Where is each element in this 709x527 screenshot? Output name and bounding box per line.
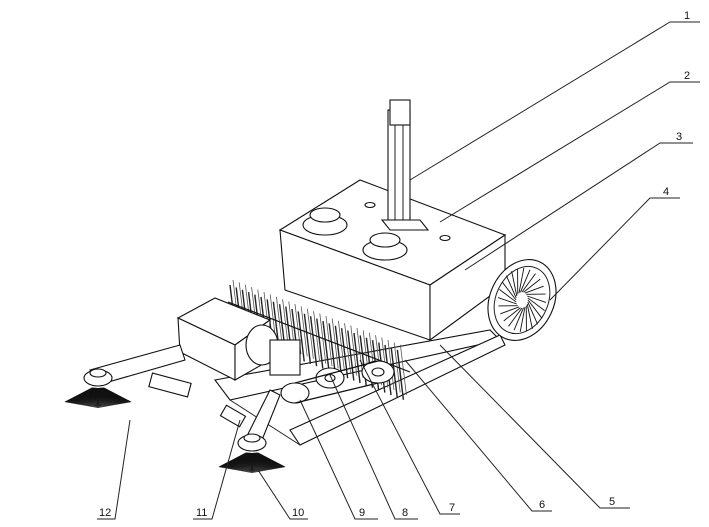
wheel-spoke [519, 306, 526, 332]
wheel-spoke [497, 297, 517, 305]
bristle-tuft [347, 330, 355, 381]
bristle-tuft [328, 323, 336, 374]
callout-label-10: 10 [292, 507, 304, 519]
callout-label-4: 4 [663, 186, 669, 198]
callout-label-2: 2 [684, 70, 690, 82]
bristle-tuft [322, 320, 330, 372]
callout-label-11: 11 [196, 507, 207, 519]
motor-assembly [176, 297, 301, 381]
wheel-spoke [526, 303, 533, 329]
wheel-spoke [527, 297, 545, 311]
callout-label-3: 3 [676, 131, 682, 143]
linear-actuator [380, 99, 430, 231]
wheel-spoke [511, 271, 518, 297]
callout-label-9: 9 [359, 507, 365, 519]
wheel-spoke [500, 306, 520, 315]
side-brush-arm-left [83, 344, 192, 398]
wheel-spoke [527, 295, 547, 303]
callouts: 1 2 3 4 5 6 7 8 9 10 11 12 [97, 10, 700, 520]
belt-drive [280, 360, 395, 404]
callout-label-8: 8 [402, 507, 408, 519]
bristle-tuft [309, 316, 318, 367]
wheel-spoke [503, 307, 521, 322]
callout-label-1: 1 [684, 10, 690, 22]
wheel-spoke [527, 299, 543, 319]
bristle-tuft [316, 318, 324, 369]
bristle-tuft [334, 325, 343, 376]
side-brush-bristle [257, 452, 286, 468]
wheel-spoke [524, 285, 544, 294]
wheel-spoke [527, 301, 539, 325]
wheel-spoke [513, 307, 524, 331]
callout-label-6: 6 [539, 499, 545, 511]
callout-label-12: 12 [99, 507, 111, 519]
wheel-spoke [501, 281, 517, 301]
side-brush-bristle [103, 387, 132, 403]
side-brush-right [218, 452, 286, 473]
callout-label-5: 5 [609, 496, 615, 508]
wheel-spoke [508, 307, 523, 327]
wheel-spoke [505, 275, 517, 299]
wheel-spoke [518, 268, 525, 294]
bristle-tuft [353, 332, 361, 384]
bristle-tuft [396, 349, 405, 400]
wheel-spoke [523, 278, 541, 293]
side-brush-left [64, 387, 132, 408]
wheel-spoke [521, 273, 536, 293]
bristle-tuft [297, 311, 305, 362]
wheel-spoke [499, 289, 517, 303]
rear-wheel [487, 259, 557, 341]
wheel-spoke [520, 269, 531, 293]
bristle-tuft [303, 313, 312, 364]
callout-label-7: 7 [449, 502, 455, 514]
hopper-box [278, 179, 507, 342]
brush-shaft [227, 301, 411, 373]
side-brush-arm-right [219, 389, 281, 452]
